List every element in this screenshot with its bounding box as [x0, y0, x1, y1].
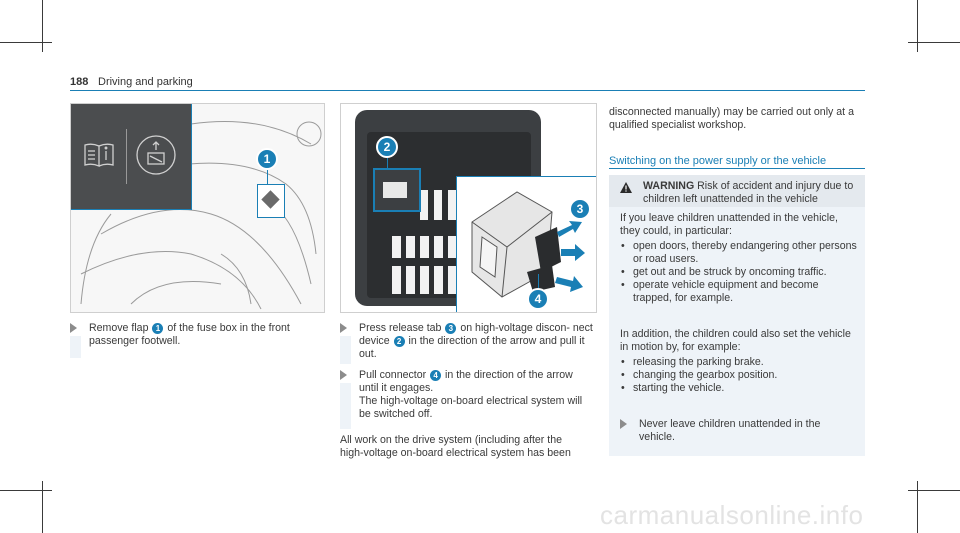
instruction-step: Press release tab 3 on high-voltage disc…	[340, 322, 595, 364]
callout-line-4	[538, 274, 539, 288]
section-rule	[609, 168, 865, 169]
body-paragraph: All work on the drive system (including …	[340, 434, 571, 459]
list-item: starting the vehicle.	[620, 382, 860, 395]
step-text-pre: Pull connector	[359, 369, 430, 381]
warning-icon	[620, 180, 632, 193]
step-text-post: in the direction of the arrow until it e…	[359, 369, 573, 394]
list-item: open doors, thereby endangering other pe…	[620, 240, 860, 266]
step-text: Never leave children unattended in the v…	[639, 418, 821, 443]
ref-number: 4	[430, 370, 442, 381]
warning-title: Risk of accident and injury due to child…	[643, 180, 854, 205]
step-text-pre: Press release tab	[359, 322, 445, 334]
callout-4: 4	[527, 288, 549, 310]
step-arrow-icon	[70, 323, 77, 333]
header-rule	[70, 90, 865, 91]
watermark: carmanualsonline.info	[600, 500, 864, 530]
step-text: Press release tab 3 on high-voltage disc…	[359, 322, 595, 361]
page-number: 188	[70, 76, 89, 88]
step-text-post: of the fuse box in the front passenger f…	[89, 322, 290, 347]
callout-3: 3	[569, 198, 591, 220]
callout-1: 1	[256, 148, 278, 170]
step-text-mid: on high-voltage discon- nect device	[359, 322, 593, 347]
manual-icon	[83, 142, 117, 168]
step-arrow-icon	[340, 323, 347, 333]
step-arrow-icon	[620, 419, 627, 429]
instruction-step: Pull connector 4 in the direction of the…	[340, 369, 595, 429]
warning-title-block: WARNING Risk of accident and injury due …	[643, 180, 858, 206]
list-item: releasing the parking brake.	[620, 356, 860, 369]
step-text-pre: Remove flap	[89, 322, 152, 334]
step-arrow-icon	[340, 370, 347, 380]
footwell-illustration	[80, 121, 322, 310]
fuse-box-label-panel	[71, 104, 192, 210]
warning-list: open doors, thereby endangering other pe…	[620, 240, 860, 305]
callout-2: 2	[376, 136, 398, 158]
ref-number: 1	[152, 323, 164, 334]
fuse-box-flap	[257, 184, 285, 218]
chapter-title: Driving and parking	[98, 76, 193, 88]
warning-intro: If you leave children unattended in the …	[620, 212, 838, 237]
warning-paragraph: In addition, the children could also set…	[620, 328, 851, 353]
ref-number: 3	[445, 323, 457, 334]
warning-header	[609, 175, 865, 207]
instruction-step: Never leave children unattended in the v…	[620, 418, 860, 448]
fuse-rows	[390, 188, 510, 303]
warning-label: WARNING	[643, 180, 695, 192]
figure-hv-disconnect: 2 3 4	[340, 103, 597, 313]
figure-footwell: 1	[70, 103, 325, 313]
list-item: operate vehicle equipment and become tra…	[620, 279, 860, 305]
body-paragraph: disconnected manually) may be carried ou…	[609, 106, 854, 131]
callout-line	[267, 170, 268, 184]
callout-line-2	[387, 158, 388, 170]
list-item: changing the gearbox position.	[620, 369, 860, 382]
hv-disconnect-device	[373, 168, 421, 212]
step-text: Remove flap 1 of the fuse box in the fro…	[89, 322, 323, 348]
section-title: Switching on the power supply or the veh…	[609, 155, 827, 167]
instruction-step: Remove flap 1 of the fuse box in the fro…	[70, 322, 323, 358]
list-item: get out and be struck by oncoming traffi…	[620, 266, 860, 279]
warning-box	[609, 175, 865, 456]
step-text-post: in the direction of the arrow and pull i…	[359, 335, 585, 360]
connector-illustration	[471, 191, 585, 298]
connector-detail-panel	[456, 176, 596, 312]
ref-number: 2	[393, 336, 405, 347]
step-text: Pull connector 4 in the direction of the…	[359, 369, 595, 421]
warning-list: releasing the parking brake. changing th…	[620, 356, 860, 395]
step-result: The high-voltage on-board electrical sys…	[359, 395, 583, 420]
label-divider	[126, 129, 127, 184]
fuse-box-icon	[135, 134, 177, 176]
